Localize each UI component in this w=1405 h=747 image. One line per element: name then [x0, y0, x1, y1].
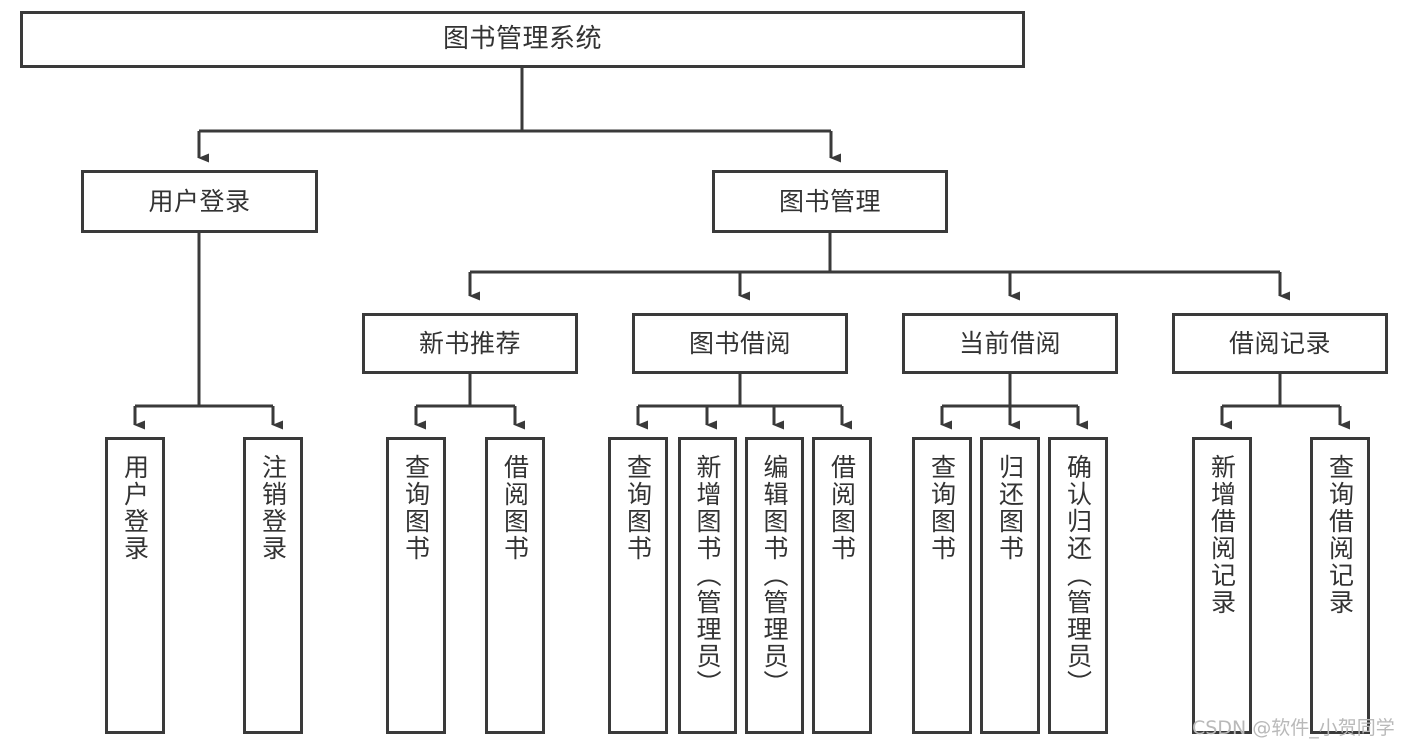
node-label: 借阅图书	[500, 454, 530, 562]
node-label: 借阅图书	[827, 454, 857, 562]
leaf-edit-book-admin[interactable]: 编辑图书（管理员）	[745, 437, 804, 734]
node-label: 查询图书	[401, 454, 431, 562]
node-book-management[interactable]: 图书管理	[712, 170, 948, 233]
leaf-query-book-borrow[interactable]: 查询图书	[608, 437, 668, 734]
node-label: 用户登录	[120, 454, 150, 562]
leaf-logout[interactable]: 注销登录	[243, 437, 303, 734]
leaf-add-borrow-record[interactable]: 新增借阅记录	[1192, 437, 1252, 734]
node-root-system[interactable]: 图书管理系统	[20, 11, 1025, 68]
leaf-query-book-current[interactable]: 查询图书	[912, 437, 972, 734]
leaf-add-book-admin[interactable]: 新增图书（管理员）	[678, 437, 737, 734]
node-label: 新增图书（管理员）	[693, 454, 722, 697]
node-label: 新增借阅记录	[1207, 454, 1237, 616]
leaf-confirm-return-admin[interactable]: 确认归还（管理员）	[1048, 437, 1108, 734]
leaf-borrow-book-newbook[interactable]: 借阅图书	[485, 437, 545, 734]
node-new-book-recommend[interactable]: 新书推荐	[362, 313, 578, 374]
node-label: 注销登录	[258, 454, 288, 562]
node-label: 查询借阅记录	[1325, 454, 1355, 616]
node-label: 当前借阅	[958, 328, 1061, 358]
node-label: 图书借阅	[688, 328, 791, 358]
leaf-user-login[interactable]: 用户登录	[105, 437, 165, 734]
node-borrow-record[interactable]: 借阅记录	[1172, 313, 1388, 374]
watermark-text: CSDN @软件_小贺同学	[1192, 717, 1395, 739]
node-label: 确认归还（管理员）	[1063, 454, 1093, 697]
leaf-query-borrow-record[interactable]: 查询借阅记录	[1310, 437, 1370, 734]
node-label: 图书管理	[778, 186, 881, 216]
node-label: 查询图书	[927, 454, 957, 562]
node-label: 新书推荐	[418, 328, 521, 358]
node-label: 用户登录	[148, 186, 251, 216]
node-current-borrow[interactable]: 当前借阅	[902, 313, 1118, 374]
leaf-return-book[interactable]: 归还图书	[980, 437, 1040, 734]
node-label: 图书管理系统	[442, 24, 602, 55]
node-label: 编辑图书（管理员）	[760, 454, 789, 697]
node-book-borrow[interactable]: 图书借阅	[632, 313, 848, 374]
node-label: 借阅记录	[1228, 328, 1331, 358]
node-user-login[interactable]: 用户登录	[81, 170, 318, 233]
leaf-query-book-newbook[interactable]: 查询图书	[386, 437, 446, 734]
node-label: 归还图书	[995, 454, 1025, 562]
leaf-borrow-book[interactable]: 借阅图书	[812, 437, 872, 734]
node-label: 查询图书	[623, 454, 653, 562]
